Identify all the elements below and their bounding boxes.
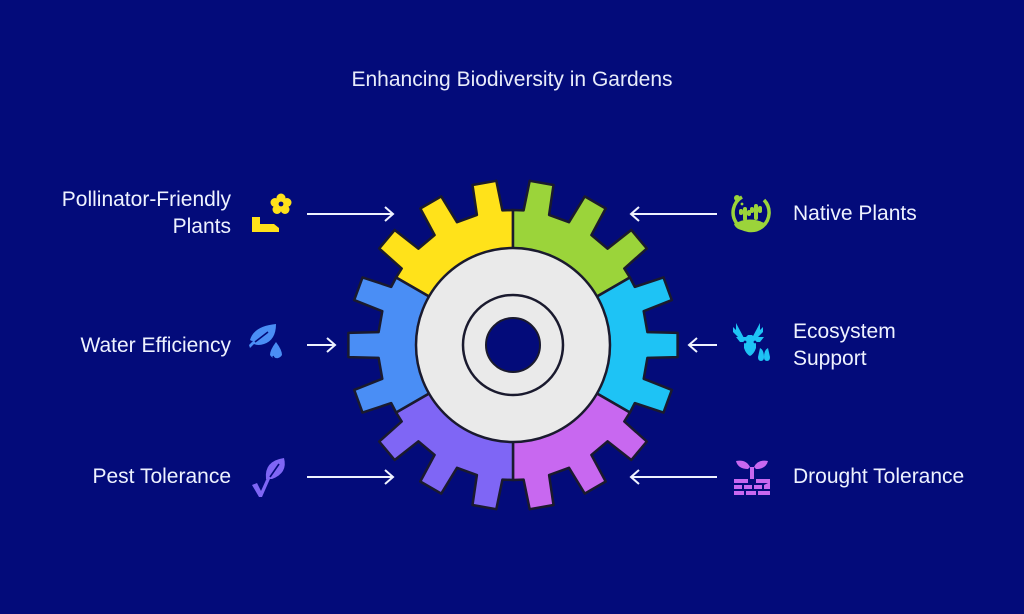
arrow-pollinator bbox=[307, 206, 395, 222]
gear-inner-ring bbox=[461, 293, 565, 397]
label-line: Support bbox=[793, 347, 867, 370]
label-line: Water Efficiency bbox=[80, 334, 231, 357]
gear-center-hole bbox=[485, 317, 541, 373]
label-line: Pest Tolerance bbox=[92, 465, 231, 488]
arrow-pest bbox=[307, 469, 395, 485]
leaf-check-icon bbox=[246, 455, 290, 499]
leaf-water-drop-icon bbox=[246, 320, 290, 364]
sprout-brick-icon bbox=[730, 455, 774, 499]
label-line: Drought Tolerance bbox=[793, 465, 965, 488]
gear-diagram bbox=[347, 179, 679, 511]
native-plants-circle-icon bbox=[728, 191, 772, 235]
arrow-native bbox=[629, 206, 717, 222]
label-drought-tolerance: Drought Tolerance bbox=[793, 463, 964, 490]
flower-hand-icon bbox=[248, 190, 292, 234]
diagram-title: Enhancing Biodiversity in Gardens bbox=[351, 68, 673, 91]
label-water-efficiency: Water Efficiency bbox=[80, 332, 231, 359]
label-line: Pollinator-Friendly bbox=[61, 188, 231, 211]
label-line: Native Plants bbox=[793, 202, 917, 225]
gear-segment-ecosystem bbox=[594, 276, 679, 414]
arrow-drought bbox=[629, 469, 717, 485]
deer-footprint-icon bbox=[730, 320, 774, 364]
arrow-water bbox=[307, 337, 337, 353]
label-ecosystem-support: Ecosystem Support bbox=[793, 318, 896, 372]
label-native-plants: Native Plants bbox=[793, 200, 917, 227]
label-line: Ecosystem bbox=[793, 320, 896, 343]
label-line: Plants bbox=[172, 215, 231, 238]
gear-segment-water bbox=[347, 276, 432, 414]
arrow-ecosystem bbox=[687, 337, 717, 353]
label-pollinator-friendly-plants: Pollinator-Friendly Plants bbox=[62, 186, 231, 240]
label-pest-tolerance: Pest Tolerance bbox=[92, 463, 231, 490]
